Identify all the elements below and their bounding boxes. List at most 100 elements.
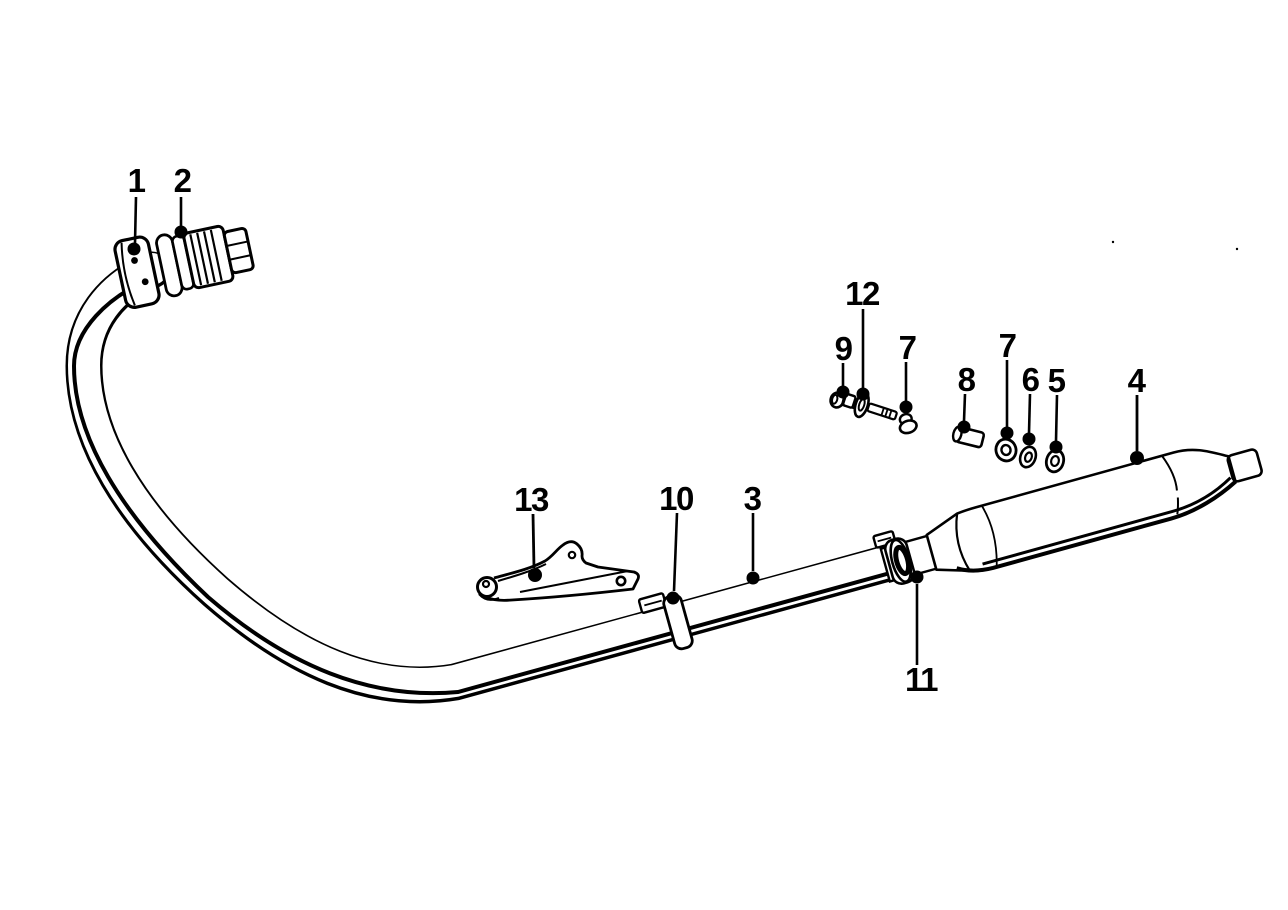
bolt-12-thread bbox=[884, 408, 889, 417]
muffler-bottom-shadow bbox=[982, 476, 1232, 566]
muffler-clamp bbox=[872, 530, 916, 585]
header-pipe bbox=[65, 251, 907, 704]
bolt-9-head-face bbox=[831, 393, 839, 405]
callout-10: 10 bbox=[659, 480, 694, 605]
callout-label-3: 3 bbox=[744, 480, 762, 517]
pipe-shadow-line bbox=[71, 278, 892, 696]
callouts: 1 2 12 9 7 8 7 bbox=[127, 162, 1148, 698]
leader-dot-5 bbox=[1049, 440, 1063, 454]
callout-label-2: 2 bbox=[174, 162, 192, 199]
bracket-fold-line bbox=[519, 570, 629, 593]
bolt-12-thread bbox=[880, 407, 885, 416]
muffler-rear-seam bbox=[1161, 455, 1178, 491]
leader-dot-13 bbox=[528, 568, 542, 582]
callout-label-11: 11 bbox=[905, 661, 938, 698]
leader-dot-3 bbox=[746, 571, 760, 585]
callout-13: 13 bbox=[514, 481, 550, 582]
callout-label-7b: 7 bbox=[999, 327, 1016, 364]
callout-label-6: 6 bbox=[1022, 361, 1040, 398]
bracket-plate-hole bbox=[615, 575, 627, 587]
leader-line-5 bbox=[1054, 394, 1059, 442]
bracket-eye-hole bbox=[481, 579, 491, 589]
callout-9: 9 bbox=[835, 330, 854, 399]
mount-bracket bbox=[476, 540, 640, 602]
callout-11: 11 bbox=[905, 570, 940, 698]
leader-dot-11 bbox=[910, 570, 924, 584]
washer-6 bbox=[1018, 445, 1038, 469]
muffler-front-cap-line bbox=[955, 513, 971, 572]
bracket-top-hole bbox=[567, 550, 577, 560]
nut-facet-line bbox=[226, 240, 249, 248]
callout-label-4: 4 bbox=[1128, 362, 1147, 399]
nut-5-hole bbox=[1050, 454, 1060, 468]
inlet-opening bbox=[893, 544, 912, 577]
callout-label-7a: 7 bbox=[899, 329, 916, 366]
nut-7b-hole bbox=[1000, 443, 1012, 457]
leader-dot-1 bbox=[127, 242, 141, 256]
callout-label-8: 8 bbox=[958, 361, 976, 398]
leader-line-6 bbox=[1027, 393, 1032, 434]
nut-7b-facets bbox=[995, 438, 1014, 462]
leader-dot-4 bbox=[1130, 451, 1144, 465]
callout-3: 3 bbox=[744, 480, 763, 585]
bolt-washer-12 bbox=[842, 391, 898, 421]
callout-label-1: 1 bbox=[128, 162, 146, 199]
tail-tip-joint-line bbox=[1227, 456, 1237, 482]
clamping-ring-hole-top bbox=[131, 257, 138, 264]
callout-label-10: 10 bbox=[659, 480, 693, 517]
leader-dot-12 bbox=[856, 387, 870, 401]
callout-8: 8 bbox=[957, 361, 977, 434]
muffler-tail-tip bbox=[1226, 448, 1263, 483]
callout-6: 6 bbox=[1022, 361, 1041, 446]
clamping-ring-face-line bbox=[120, 242, 136, 306]
callout-4: 4 bbox=[1128, 362, 1148, 465]
leader-line-10 bbox=[672, 512, 679, 592]
callout-label-5: 5 bbox=[1048, 362, 1066, 399]
pipe-clamp bbox=[637, 592, 694, 651]
callout-label-9: 9 bbox=[835, 330, 853, 367]
nut-7a-flange bbox=[898, 419, 918, 435]
nut-fin bbox=[196, 232, 210, 284]
leader-dot-7a bbox=[899, 400, 913, 414]
callout-5: 5 bbox=[1048, 362, 1067, 454]
leader-line-8 bbox=[962, 393, 967, 422]
clamping-ring bbox=[113, 235, 161, 309]
callout-7b: 7 bbox=[999, 327, 1017, 440]
callout-7a: 7 bbox=[899, 329, 917, 414]
muffler bbox=[872, 448, 1263, 585]
leader-dot-7b bbox=[1000, 426, 1014, 440]
leader-dot-6 bbox=[1022, 432, 1036, 446]
leader-dot-2 bbox=[174, 225, 188, 239]
leader-dot-10 bbox=[666, 591, 680, 605]
nut-fin bbox=[202, 231, 216, 283]
clamping-ring-hole-bottom bbox=[141, 278, 149, 286]
nut-fin bbox=[209, 229, 223, 282]
muffler-rear-seam-tick bbox=[1176, 497, 1180, 515]
nut-fin bbox=[189, 234, 203, 286]
bracket-eye-curl bbox=[478, 593, 500, 601]
scan-speck bbox=[1235, 247, 1239, 251]
muffler-clamp-tab-slot bbox=[877, 536, 892, 543]
leader-line-1 bbox=[133, 196, 138, 244]
bracket-edge-line bbox=[497, 563, 547, 582]
callout-label-13: 13 bbox=[514, 481, 549, 518]
callout-label-12: 12 bbox=[845, 275, 880, 312]
bolt-12-thread bbox=[888, 410, 893, 419]
nut-7a bbox=[898, 412, 918, 435]
bracket-outline bbox=[485, 540, 640, 602]
callout-2: 2 bbox=[174, 162, 193, 239]
pipe-interior bbox=[67, 253, 904, 700]
callout-12: 12 bbox=[845, 275, 881, 401]
leader-dot-9 bbox=[836, 385, 850, 399]
nut-facet-line bbox=[229, 254, 252, 261]
pipe-clamp-tab-slot bbox=[644, 599, 662, 607]
flange-assembly bbox=[113, 224, 255, 309]
nut-end-cap bbox=[222, 227, 255, 275]
washer-6-hole bbox=[1023, 451, 1033, 463]
nut-7b bbox=[994, 437, 1018, 463]
muffler-bottom-edge bbox=[956, 479, 1238, 573]
leader-line-13 bbox=[531, 513, 536, 569]
pipe-outline bbox=[65, 251, 907, 704]
